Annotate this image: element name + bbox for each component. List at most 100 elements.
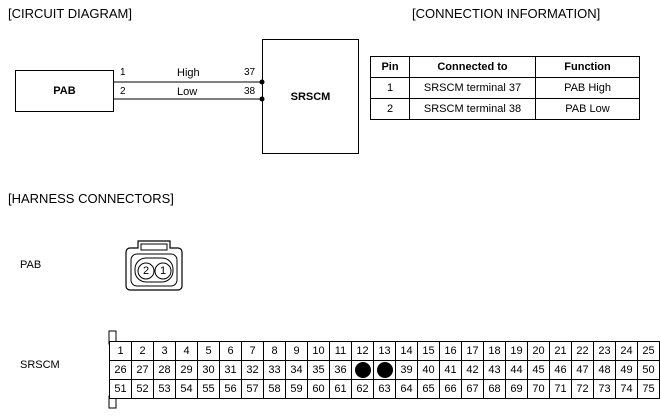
filled-pin-dot [354,362,371,378]
srscm-pin: 45 [527,360,550,380]
wire-high-terminal-dot [259,79,265,85]
srscm-pin: 18 [483,341,506,361]
srscm-pin: 41 [439,360,462,380]
srscm-pin: 72 [571,379,594,399]
srscm-pin: 51 [109,379,132,399]
srscm-pin: 58 [263,379,286,399]
connection-table: Pin Connected to Function 1 SRSCM termin… [370,56,640,120]
srscm-pin: 17 [461,341,484,361]
srscm-pin: 39 [395,360,418,380]
srscm-pin: 43 [483,360,506,380]
srscm-pin: 55 [197,379,220,399]
header-function: Function [535,56,640,78]
wire1-label: High [177,67,200,79]
srscm-pin: 56 [219,379,242,399]
harness-connectors-title: [HARNESS CONNECTORS] [8,191,174,206]
header-connected-to: Connected to [409,56,536,78]
wire2-right-pin: 38 [244,86,256,97]
header-pin: Pin [370,56,410,78]
srscm-pin: 75 [637,379,660,399]
srscm-pin: 10 [307,341,330,361]
srscm-pin: 49 [615,360,638,380]
srscm-pin: 28 [153,360,176,380]
srscm-pin: 64 [395,379,418,399]
row2-function: PAB Low [535,98,640,120]
srscm-pin: 11 [329,341,352,361]
srscm-pin: 46 [549,360,572,380]
srscm-pin: 69 [505,379,528,399]
srscm-pin: 27 [131,360,154,380]
srscm-pin: 53 [153,379,176,399]
srscm-pin: 8 [263,341,286,361]
srscm-pin: 33 [263,360,286,380]
pab-pin-2: 2 [142,265,150,277]
wire2-label: Low [177,86,198,98]
row2-pin: 2 [370,98,410,120]
wire1-left-pin: 1 [120,67,126,78]
srscm-pin: 5 [197,341,220,361]
srscm-pin: 24 [615,341,638,361]
srscm-pin: 20 [527,341,550,361]
srscm-pin: 52 [131,379,154,399]
srscm-pin: 63 [373,379,396,399]
srscm-pin: 15 [417,341,440,361]
srscm-pin-filled [351,360,374,380]
srscm-pin: 61 [329,379,352,399]
srscm-pin: 26 [109,360,132,380]
srscm-pin: 12 [351,341,374,361]
srscm-pin: 21 [549,341,572,361]
row2-connected: SRSCM terminal 38 [409,98,536,120]
srscm-box: SRSCM [262,39,359,154]
srscm-pin: 3 [153,341,176,361]
srscm-pin: 31 [219,360,242,380]
pab-connector-label: PAB [20,259,42,271]
srscm-pin: 22 [571,341,594,361]
srscm-pin: 30 [197,360,220,380]
srscm-pin-filled [373,360,396,380]
filled-pin-dot [376,362,393,378]
srscm-pin: 25 [637,341,660,361]
srscm-pin: 70 [527,379,550,399]
srscm-pin: 71 [549,379,572,399]
table-header-row: Pin Connected to Function [370,56,640,78]
srscm-pin: 59 [285,379,308,399]
connection-info-title: [CONNECTION INFORMATION] [412,6,601,21]
srscm-pin: 50 [637,360,660,380]
srscm-pin: 32 [241,360,264,380]
srscm-pin: 1 [109,341,132,361]
srscm-pin: 68 [483,379,506,399]
srscm-pin: 74 [615,379,638,399]
srscm-pin: 44 [505,360,528,380]
srscm-pin: 54 [175,379,198,399]
circuit-diagram-title: [CIRCUIT DIAGRAM] [8,6,132,21]
table-row: 2 SRSCM terminal 38 PAB Low [370,98,640,120]
wire1-right-pin: 37 [244,67,256,78]
srscm-pin: 62 [351,379,374,399]
srscm-pin: 9 [285,341,308,361]
row1-function: PAB High [535,77,640,99]
srscm-pin: 48 [593,360,616,380]
row1-connected: SRSCM terminal 37 [409,77,536,99]
srscm-pin: 65 [417,379,440,399]
srscm-pin: 19 [505,341,528,361]
srscm-pin: 4 [175,341,198,361]
srscm-pin: 7 [241,341,264,361]
srscm-pin: 2 [131,341,154,361]
srscm-pin: 16 [439,341,462,361]
srscm-pin: 47 [571,360,594,380]
srscm-pin: 29 [175,360,198,380]
table-row: 1 SRSCM terminal 37 PAB High [370,77,640,99]
srscm-pin: 34 [285,360,308,380]
srscm-pin: 6 [219,341,242,361]
srscm-pin: 35 [307,360,330,380]
srscm-pin: 66 [439,379,462,399]
wire-low-terminal-dot [259,96,265,102]
srscm-pin: 14 [395,341,418,361]
srscm-pin: 23 [593,341,616,361]
srscm-pin: 73 [593,379,616,399]
